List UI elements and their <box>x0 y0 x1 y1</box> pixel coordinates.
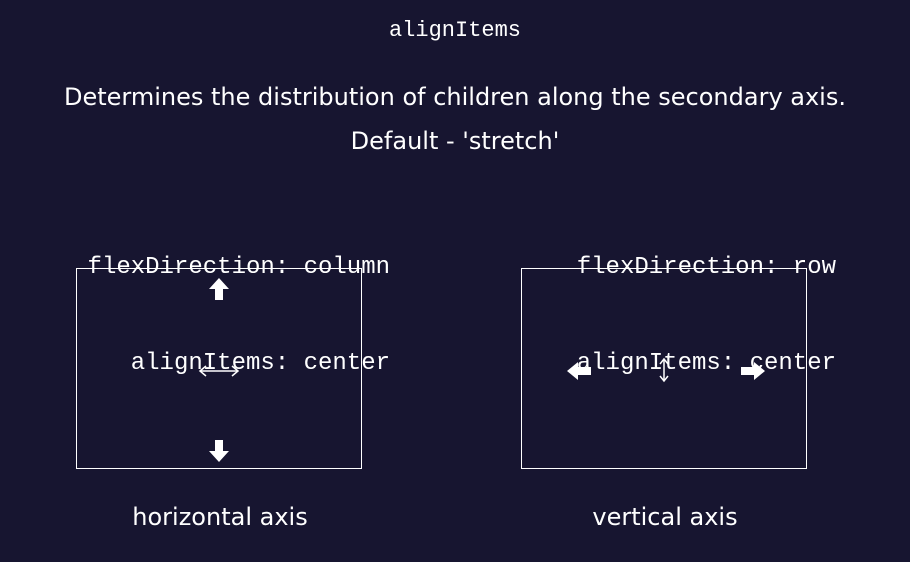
vertical-double-arrow-icon <box>659 357 669 383</box>
caption-vertical-axis: vertical axis <box>592 503 738 531</box>
code-block-row: flexDirection: row alignItems: center <box>476 188 836 412</box>
container-box-row <box>521 268 807 469</box>
caption-horizontal-axis: horizontal axis <box>132 503 308 531</box>
arrow-up-icon <box>209 278 229 300</box>
container-box-column <box>76 268 362 469</box>
code-block-column: flexDirection: column alignItems: center <box>30 188 390 412</box>
arrow-right-icon <box>741 362 765 380</box>
description-text: Determines the distribution of children … <box>64 83 846 111</box>
code-line-flex-direction: flexDirection: column <box>87 254 390 281</box>
arrow-left-icon <box>567 362 591 380</box>
horizontal-double-arrow-icon <box>198 365 240 377</box>
code-line-align-items: alignItems: center <box>576 350 836 377</box>
code-line-flex-direction: flexDirection: row <box>576 254 836 281</box>
default-note: Default - 'stretch' <box>350 127 560 155</box>
code-line-align-items: alignItems: center <box>130 350 390 377</box>
diagram-title: alignItems <box>388 18 522 43</box>
arrow-down-icon <box>209 440 229 462</box>
